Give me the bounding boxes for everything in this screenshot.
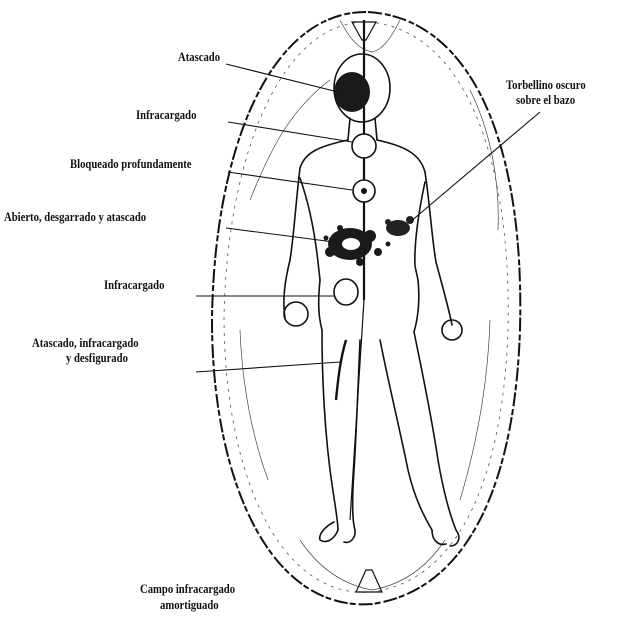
leader-abierto	[226, 228, 334, 242]
label-infracargado-low: Infracargado	[104, 278, 164, 292]
leader-lines	[196, 64, 540, 372]
leader-atascado	[226, 64, 338, 92]
label-bloqueado: Bloqueado profundamente	[70, 157, 192, 171]
label-torbellino-line1: Torbellino oscuro	[506, 78, 586, 92]
label-atascado-multi-line1: Atascado, infracargado	[32, 336, 139, 350]
label-campo-line1: Campo infracargado	[140, 582, 235, 596]
head-chakra-blocked	[334, 72, 370, 112]
label-infracargado-top: Infracargado	[136, 108, 196, 122]
human-figure	[284, 54, 462, 546]
aura-field-lines	[240, 20, 498, 590]
label-atascado: Atascado	[178, 50, 220, 64]
aura-inner-outline	[224, 22, 508, 592]
label-atascado-multi-line2: y desfigurado	[66, 351, 128, 365]
leader-bloqueado	[228, 172, 352, 190]
heart-chakra-core	[361, 188, 367, 194]
throat-chakra	[352, 134, 376, 158]
leader-atascado-multi	[196, 362, 340, 372]
leader-torbellino	[410, 112, 540, 222]
leg-channel-distorted	[336, 340, 346, 400]
lower-channel	[350, 300, 364, 520]
label-campo-line2: amortiguado	[160, 598, 219, 612]
label-torbellino-line2: sobre el bazo	[516, 93, 575, 107]
solar-plexus-tear	[342, 238, 360, 250]
spleen-vortex	[385, 216, 414, 236]
leader-infracargado-top	[228, 122, 352, 142]
label-abierto: Abierto, desgarrado y atascado	[4, 210, 146, 224]
sacral-chakra	[334, 279, 358, 305]
